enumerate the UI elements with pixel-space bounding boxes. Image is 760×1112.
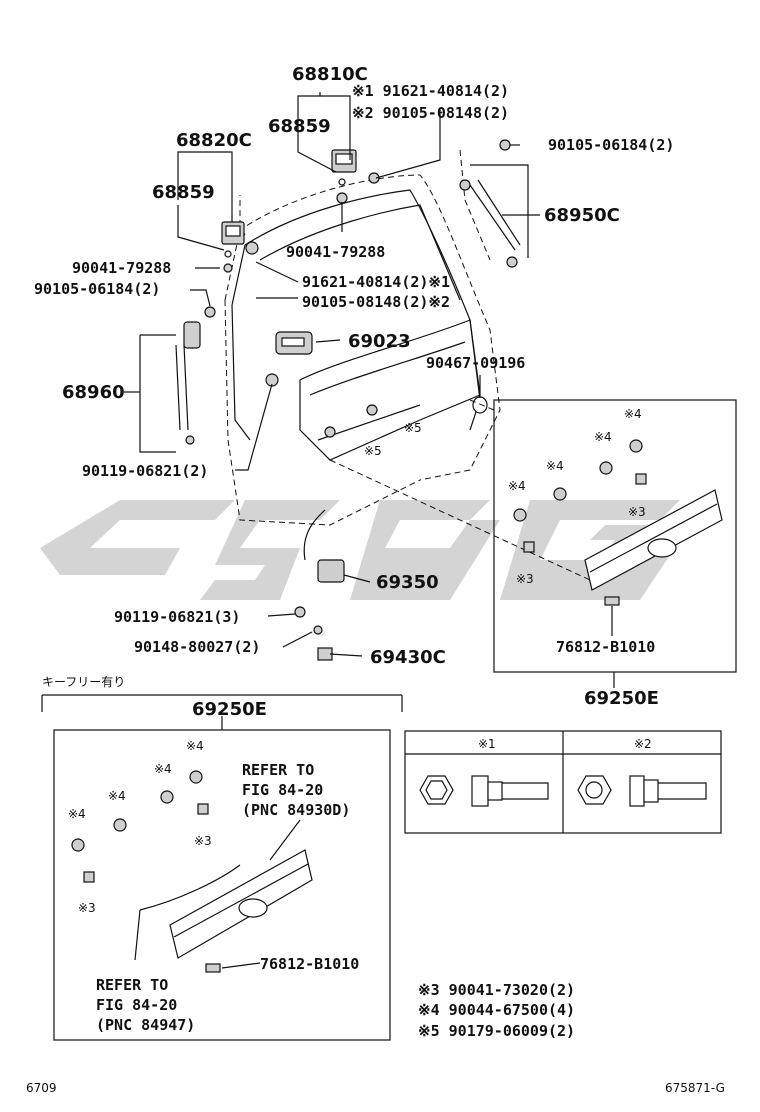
label-68810C: 68810C (292, 64, 368, 85)
label-68859-b: 68859 (152, 182, 215, 203)
legend-row-3: ※5 90179-06009(2) (418, 1022, 575, 1040)
label-90041-left: 90041-79288 (72, 259, 171, 277)
mark-3-b: ※3 (516, 572, 534, 586)
label-69250E-right: 69250E (584, 688, 659, 709)
mark-4-c: ※4 (546, 459, 564, 473)
label-90148: 90148-80027(2) (134, 638, 260, 656)
label-69250E-left: 69250E (192, 699, 267, 720)
mark-4-d: ※4 (508, 479, 526, 493)
mark-3-c: ※3 (194, 834, 212, 848)
keyless-note: キーフリー有り (42, 675, 125, 689)
refer-note-2-line1: REFER TO (96, 976, 168, 994)
label-68820C: 68820C (176, 130, 252, 151)
label-69430C: 69430C (370, 647, 446, 668)
legend-row-1: ※3 90041-73020(2) (418, 981, 575, 999)
label-91621-mid: 91621-40814(2)※1 (302, 273, 450, 291)
reference-marks: ※4 ※4 ※4 ※4 ※3 ※3 ※5 ※5 ※4 ※4 ※4 ※4 ※3 ※… (68, 407, 646, 915)
label-90105-06184-left: 90105-06184(2) (34, 280, 160, 298)
watermark-logo (40, 500, 690, 600)
refer-note-1-line3: (PNC 84930D) (242, 801, 350, 819)
label-90119-06821-3: 90119-06821(3) (114, 608, 240, 626)
mark-3-a: ※3 (628, 505, 646, 519)
mark-4-a: ※4 (624, 407, 642, 421)
clips-right (513, 439, 647, 553)
leader-dashed-1 (329, 459, 591, 581)
label-90467: 90467-09196 (426, 354, 525, 372)
grommet-90467 (324, 396, 488, 438)
bolt-table-col2: ※2 (634, 737, 652, 751)
label-68950C: 68950C (544, 205, 620, 226)
mark-4-g: ※4 (108, 789, 126, 803)
label-90105-06184-right: 90105-06184(2) (548, 136, 674, 154)
leader-dashed-2 (469, 399, 495, 411)
label-68859-a: 68859 (268, 116, 331, 137)
mark-5-b: ※5 (364, 444, 382, 458)
footer-diagram-code: 675871-G (665, 1081, 725, 1095)
label-90041-right: 90041-79288 (286, 243, 385, 261)
hinge-68820C (221, 221, 259, 273)
refer-note-1-line2: FIG 84-20 (242, 781, 323, 799)
label-90105-mid: 90105-08148(2)※2 (302, 293, 450, 311)
mark-5-a: ※5 (404, 421, 422, 435)
footer-page-number: 6709 (26, 1081, 57, 1095)
clips-left (71, 770, 209, 883)
label-69350: 69350 (376, 572, 439, 593)
mark-3-d: ※3 (78, 901, 96, 915)
garnish-right (584, 489, 723, 606)
refer-note-2-line3: (PNC 84947) (96, 1016, 195, 1034)
label-90119-06821-2: 90119-06821(2) (82, 462, 208, 480)
stay-68950C (459, 139, 521, 268)
legend-row-2: ※4 90044-67500(4) (418, 1001, 575, 1019)
label-76812-top: 76812-B1010 (556, 638, 655, 656)
mark-4-h: ※4 (68, 807, 86, 821)
label-76812-bottom: 76812-B1010 (260, 955, 359, 973)
handle-69023 (265, 331, 313, 387)
refer-note-2-line2: FIG 84-20 (96, 996, 177, 1014)
lock-69350 (294, 509, 345, 661)
mark-4-b: ※4 (594, 430, 612, 444)
bolt-table (404, 730, 722, 834)
hinge-68810C (331, 149, 357, 204)
label-68960: 68960 (62, 382, 125, 403)
mark-4-e: ※4 (186, 739, 204, 753)
label-69023: 69023 (348, 331, 411, 352)
refer-note-1-line1: REFER TO (242, 761, 314, 779)
leader-lines (124, 92, 615, 969)
label-91621-top: ※1 91621-40814(2) (352, 82, 509, 100)
mark-4-f: ※4 (154, 762, 172, 776)
label-90105-top: ※2 90105-08148(2) (352, 104, 509, 122)
bolt-table-col1: ※1 (478, 737, 496, 751)
stay-68960 (175, 172, 380, 445)
garnish-left (134, 849, 313, 973)
